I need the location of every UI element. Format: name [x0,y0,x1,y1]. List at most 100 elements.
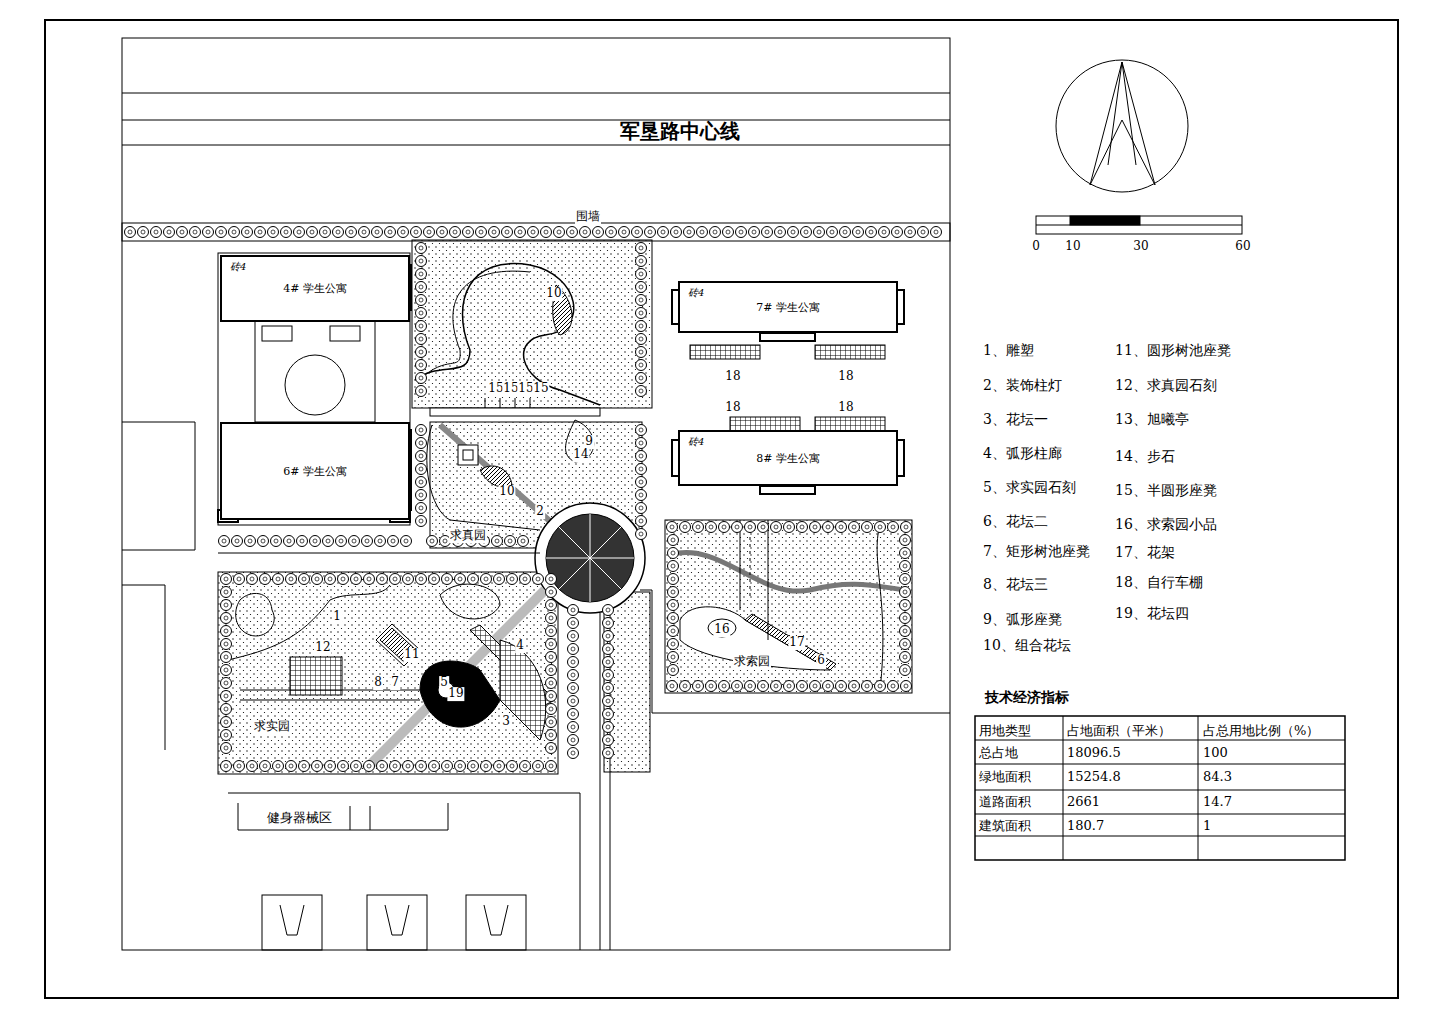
tree-symbol [401,536,412,547]
legend-item: 2、装饰柱灯 [983,377,1062,393]
legend-item: 6、花坛二 [983,513,1048,529]
table-cell: 占总用地比例（%） [1203,724,1319,739]
structure-code: 砖4 [230,260,246,274]
tree-symbol [797,681,808,692]
tree-symbol [416,347,427,358]
tree-symbol [416,269,427,280]
tree-symbol [668,561,679,572]
tree-symbol [862,681,873,692]
legend-item: 19、花坛四 [1115,605,1189,621]
tree-symbol [546,730,557,741]
tree-symbol [151,227,162,238]
tree-symbol [888,522,899,533]
tree-symbol [416,451,427,462]
table-cell: 2661 [1067,795,1100,810]
tree-symbol [221,665,232,676]
tree-symbol [429,574,440,585]
tree-symbol [364,761,375,772]
tree-symbol [242,227,253,238]
tree-symbol [533,574,544,585]
table-cell: 用地类型 [979,724,1031,739]
tree-symbol [900,652,911,663]
tree-symbol [505,536,516,547]
structure-code: 砖4 [688,286,704,300]
tree-symbol [568,709,579,720]
tree-symbol [221,678,232,689]
tree-symbol [706,522,717,533]
legend-item: 11、圆形树池座凳 [1115,342,1231,358]
tree-symbol [568,670,579,681]
tree-symbol [810,681,821,692]
tree-symbol [684,227,695,238]
table-title: 技术经济指标 [985,689,1069,705]
tree-symbol [416,761,427,772]
tree-symbol [546,574,557,585]
tree-symbol [636,529,647,540]
tree-symbol [900,626,911,637]
tree-symbol [658,227,669,238]
tree-symbol [416,282,427,293]
tree-symbol [836,522,847,533]
tree-symbol [325,761,336,772]
tree-symbol [546,717,557,728]
tree-symbol [568,696,579,707]
tree-symbol [125,227,136,238]
tree-symbol [221,730,232,741]
tree-symbol [546,678,557,689]
tree-symbol [138,227,149,238]
tree-symbol [416,425,427,436]
building-block: 砖44# 学生公寓 [220,255,410,322]
tree-symbol [221,613,232,624]
callout-number: 15 [532,382,549,396]
tree-symbol [636,490,647,501]
tree-symbol [468,761,479,772]
tree-symbol [297,536,308,547]
tree-symbol [749,227,760,238]
tree-symbol [190,227,201,238]
tree-symbol [528,227,539,238]
tree-symbol [520,574,531,585]
structure-code: 砖4 [688,435,704,449]
tree-symbol [900,639,911,650]
tree-symbol [312,574,323,585]
tree-symbol [706,681,717,692]
tree-symbol [814,227,825,238]
table-cell: 15254.8 [1067,770,1121,785]
tree-symbol [346,227,357,238]
tree-symbol [900,574,911,585]
tree-symbol [273,574,284,585]
tree-symbol [667,522,678,533]
tree-symbol [351,574,362,585]
tree-symbol [416,360,427,371]
tree-symbol [258,536,269,547]
tree-symbol [693,522,704,533]
tree-symbol [668,613,679,624]
tree-symbol [541,227,552,238]
tree-symbol [636,477,647,488]
tree-symbol [836,681,847,692]
tree-symbol [416,373,427,384]
tree-symbol [494,761,505,772]
callout-number: 围墙 [575,210,601,224]
tree-symbol [853,227,864,238]
tree-symbol [801,227,812,238]
tree-symbol [450,227,461,238]
callout-number: 3 [501,715,511,729]
tree-symbol [636,360,647,371]
table-cell: 1 [1203,819,1211,834]
tree-symbol [636,516,647,527]
tree-symbol [788,227,799,238]
building-name: 7# 学生公寓 [756,300,820,315]
legend-item: 16、求索园小品 [1115,516,1217,532]
tree-symbol [403,761,414,772]
tree-symbol [900,613,911,624]
tree-symbol [416,243,427,254]
tree-symbol [840,227,851,238]
callout-number: 1 [332,610,342,624]
tree-symbol [719,522,730,533]
tree-symbol [866,227,877,238]
tree-symbol [546,587,557,598]
tree-symbol [668,665,679,676]
tree-symbol [567,227,578,238]
tree-symbol [219,536,230,547]
